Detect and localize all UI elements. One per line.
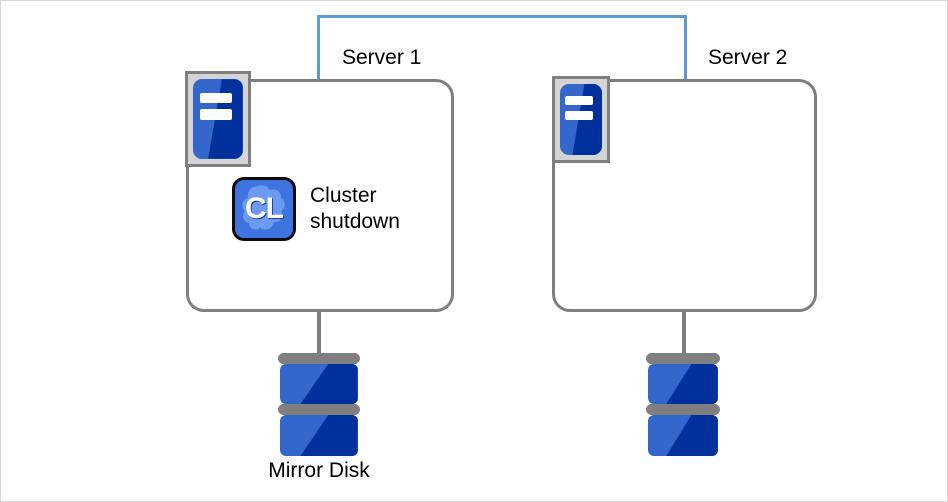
server-1-label: Server 1	[342, 46, 422, 69]
disk-platter-2	[648, 415, 718, 456]
tower-bay-1	[565, 95, 594, 106]
tower-bay-1	[199, 92, 233, 104]
server-1-disk-connector	[317, 311, 321, 357]
disk-shadow	[666, 364, 718, 404]
server-link-bracket	[317, 15, 687, 80]
disk-platter-1	[280, 364, 358, 404]
server-2-machine-icon	[552, 76, 610, 163]
disk-plate-mid	[278, 404, 360, 415]
disk-shadow	[666, 415, 718, 456]
server-tower-icon	[559, 83, 603, 156]
cluster-icon-text: CL	[245, 192, 284, 225]
mirror-disk-caption: Mirror Disk	[268, 459, 370, 482]
server-2-disk	[646, 353, 720, 458]
tower-bay-2	[199, 109, 233, 120]
server-1-machine-icon	[185, 71, 251, 167]
disk-platter-1	[648, 364, 718, 404]
cluster-shutdown-label: Cluster shutdown	[310, 184, 400, 233]
server-2-disk-connector	[682, 311, 686, 357]
disk-platter-2	[280, 415, 358, 456]
disk-shadow	[300, 364, 358, 404]
cluster-shutdown-row: CL Cluster shutdown	[232, 177, 400, 241]
disk-plate-mid	[646, 404, 720, 415]
server-2-label: Server 2	[708, 46, 788, 69]
cluster-splash-shape	[242, 185, 285, 230]
server-1-disk	[278, 353, 360, 458]
cluster-shutdown-icon[interactable]: CL	[232, 177, 296, 241]
server-tower-icon	[193, 79, 243, 159]
disk-shadow	[300, 415, 358, 456]
disk-plate-top	[278, 353, 360, 364]
disk-plate-top	[646, 353, 720, 364]
tower-bay-2	[565, 110, 594, 121]
